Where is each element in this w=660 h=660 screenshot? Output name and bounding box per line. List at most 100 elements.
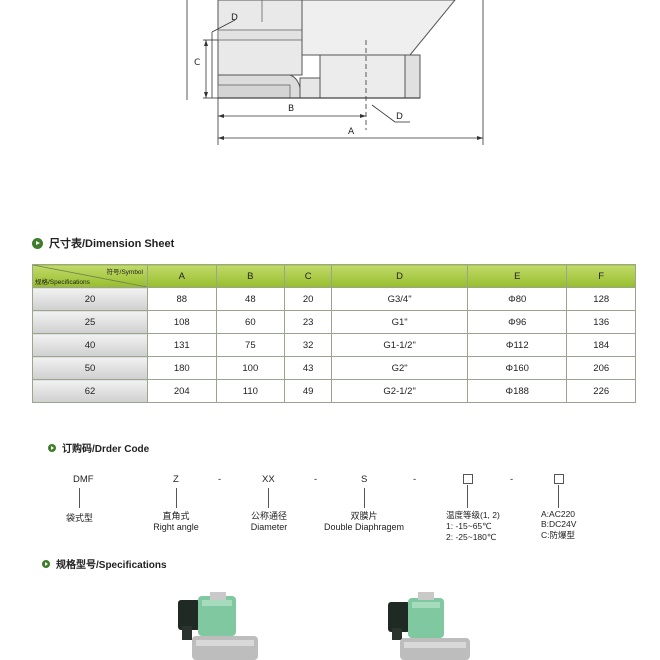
connector-line <box>364 488 365 508</box>
desc-right-angle: 直角式 Right angle <box>148 509 204 532</box>
corner-symbol-label: 符号/Symbol <box>106 269 143 276</box>
code-z: Z <box>173 474 179 485</box>
table-cell: 32 <box>284 333 333 357</box>
spec-cell: 62 <box>32 379 148 403</box>
table-row: 40 131 75 32 G1-1/2" Φ112 184 <box>32 333 636 357</box>
spec-cell: 50 <box>32 356 148 380</box>
table-cell: Φ160 <box>467 356 568 380</box>
table-cell: 75 <box>215 333 286 357</box>
desc-right-angle-en: Right angle <box>153 522 199 532</box>
dim-label-d-bottom: D <box>396 112 403 122</box>
desc-diaphragm: 双膜片 Double Diaphragem <box>318 509 410 532</box>
table-cell: G1-1/2" <box>331 333 469 357</box>
table-cell: 131 <box>147 333 217 357</box>
table-cell: Φ96 <box>467 310 568 334</box>
dim-label-a: A <box>348 127 355 137</box>
table-cell: 226 <box>566 379 636 403</box>
desc-volt-a: A:AC220 <box>541 509 576 519</box>
specifications-title: 规格型号/Specifications <box>56 560 167 571</box>
spec-cell: 25 <box>32 310 148 334</box>
table-cell: Φ188 <box>467 379 568 403</box>
order-code-title: 订购码/Drder Code <box>62 444 150 455</box>
col-header: B <box>215 264 286 288</box>
code-dash: - <box>510 474 514 485</box>
table-cell: G1" <box>331 310 469 334</box>
table-cell: G3/4" <box>331 287 469 311</box>
dimension-table: 符号/Symbol 规格/Specifications A B C D E F … <box>32 264 636 403</box>
code-dmf: DMF <box>73 474 94 485</box>
table-cell: 206 <box>566 356 636 380</box>
temp-code-box <box>463 474 473 484</box>
table-cell: 88 <box>147 287 217 311</box>
code-s: S <box>361 474 368 485</box>
corner-diagonal <box>33 265 147 287</box>
col-header: A <box>147 264 217 288</box>
table-row: 20 88 48 20 G3/4" Φ80 128 <box>32 287 636 311</box>
table-row: 62 204 110 49 G2-1/2" Φ188 226 <box>32 379 636 403</box>
col-header: E <box>467 264 568 288</box>
desc-valve-type: 袋式型 <box>66 513 94 523</box>
connector-line <box>268 488 269 508</box>
code-dash: - <box>413 474 417 485</box>
desc-diameter-en: Diameter <box>250 522 288 532</box>
desc-diameter: 公称通径 Diameter <box>242 509 296 532</box>
voltage-code-box <box>554 474 564 484</box>
valve-photo-right <box>388 592 470 660</box>
table-header-row: 符号/Symbol 规格/Specifications A B C D E F <box>32 264 636 288</box>
specifications-heading: 规格型号/Specifications <box>42 556 167 571</box>
code-dash: - <box>218 474 222 485</box>
table-cell: 128 <box>566 287 636 311</box>
table-cell: 108 <box>147 310 217 334</box>
table-cell: G2" <box>331 356 469 380</box>
dimension-sheet-heading: 尺寸表/Dimension Sheet <box>32 235 174 251</box>
dim-label-b: B <box>288 104 295 114</box>
connector-line <box>176 488 177 508</box>
table-cell: 204 <box>147 379 217 403</box>
table-row: 25 108 60 23 G1" Φ96 136 <box>32 310 636 334</box>
order-code-heading: 订购码/Drder Code <box>48 440 149 455</box>
spec-cell: 40 <box>32 333 148 357</box>
col-header: C <box>284 264 333 288</box>
table-cell: 100 <box>215 356 286 380</box>
connector-line <box>79 488 80 508</box>
desc-diaphragm-cn: 双膜片 <box>350 511 378 521</box>
desc-right-angle-cn: 直角式 <box>162 511 190 521</box>
table-cell: 60 <box>215 310 286 334</box>
table-cell: 136 <box>566 310 636 334</box>
table-cell: 110 <box>215 379 286 403</box>
code-xx: XX <box>262 474 275 485</box>
table-cell: Φ112 <box>467 333 568 357</box>
table-cell: 180 <box>147 356 217 380</box>
desc-voltage: A:AC220 B:DC24V C:防爆型 <box>541 509 601 541</box>
desc-diaphragm-en: Double Diaphragem <box>323 522 405 532</box>
table-cell: 20 <box>284 287 333 311</box>
valve-photo-left <box>178 592 258 660</box>
table-cell: 49 <box>284 379 333 403</box>
desc-temp-1: 1: -15~65℃ <box>446 521 492 531</box>
play-bullet-icon <box>32 237 43 249</box>
dim-label-d-top: D <box>231 13 238 23</box>
table-cell: 184 <box>566 333 636 357</box>
col-header: D <box>331 264 469 288</box>
play-bullet-icon <box>42 559 50 568</box>
dim-label-c: C <box>194 58 201 68</box>
dimension-sheet-title: 尺寸表/Dimension Sheet <box>49 238 175 250</box>
technical-drawing: D C B D A <box>0 0 660 160</box>
play-bullet-icon <box>48 443 56 452</box>
desc-temp-2: 2: -25~180℃ <box>446 532 497 542</box>
table-cell: Φ80 <box>467 287 568 311</box>
desc-volt-c: C:防爆型 <box>541 530 576 540</box>
col-header: F <box>566 264 636 288</box>
desc-temp-title: 温度等级(1, 2) <box>446 510 500 520</box>
table-corner-cell: 符号/Symbol 规格/Specifications <box>32 264 148 288</box>
table-cell: 48 <box>215 287 286 311</box>
connector-line <box>558 485 559 508</box>
table-cell: G2-1/2" <box>331 379 469 403</box>
table-cell: 43 <box>284 356 333 380</box>
valve-dimension-drawing <box>186 0 484 145</box>
table-cell: 23 <box>284 310 333 334</box>
desc-diameter-cn: 公称通径 <box>250 511 287 521</box>
code-dash: - <box>314 474 318 485</box>
connector-line <box>467 485 468 508</box>
desc-temperature: 温度等级(1, 2) 1: -15~65℃ 2: -25~180℃ <box>446 509 518 543</box>
